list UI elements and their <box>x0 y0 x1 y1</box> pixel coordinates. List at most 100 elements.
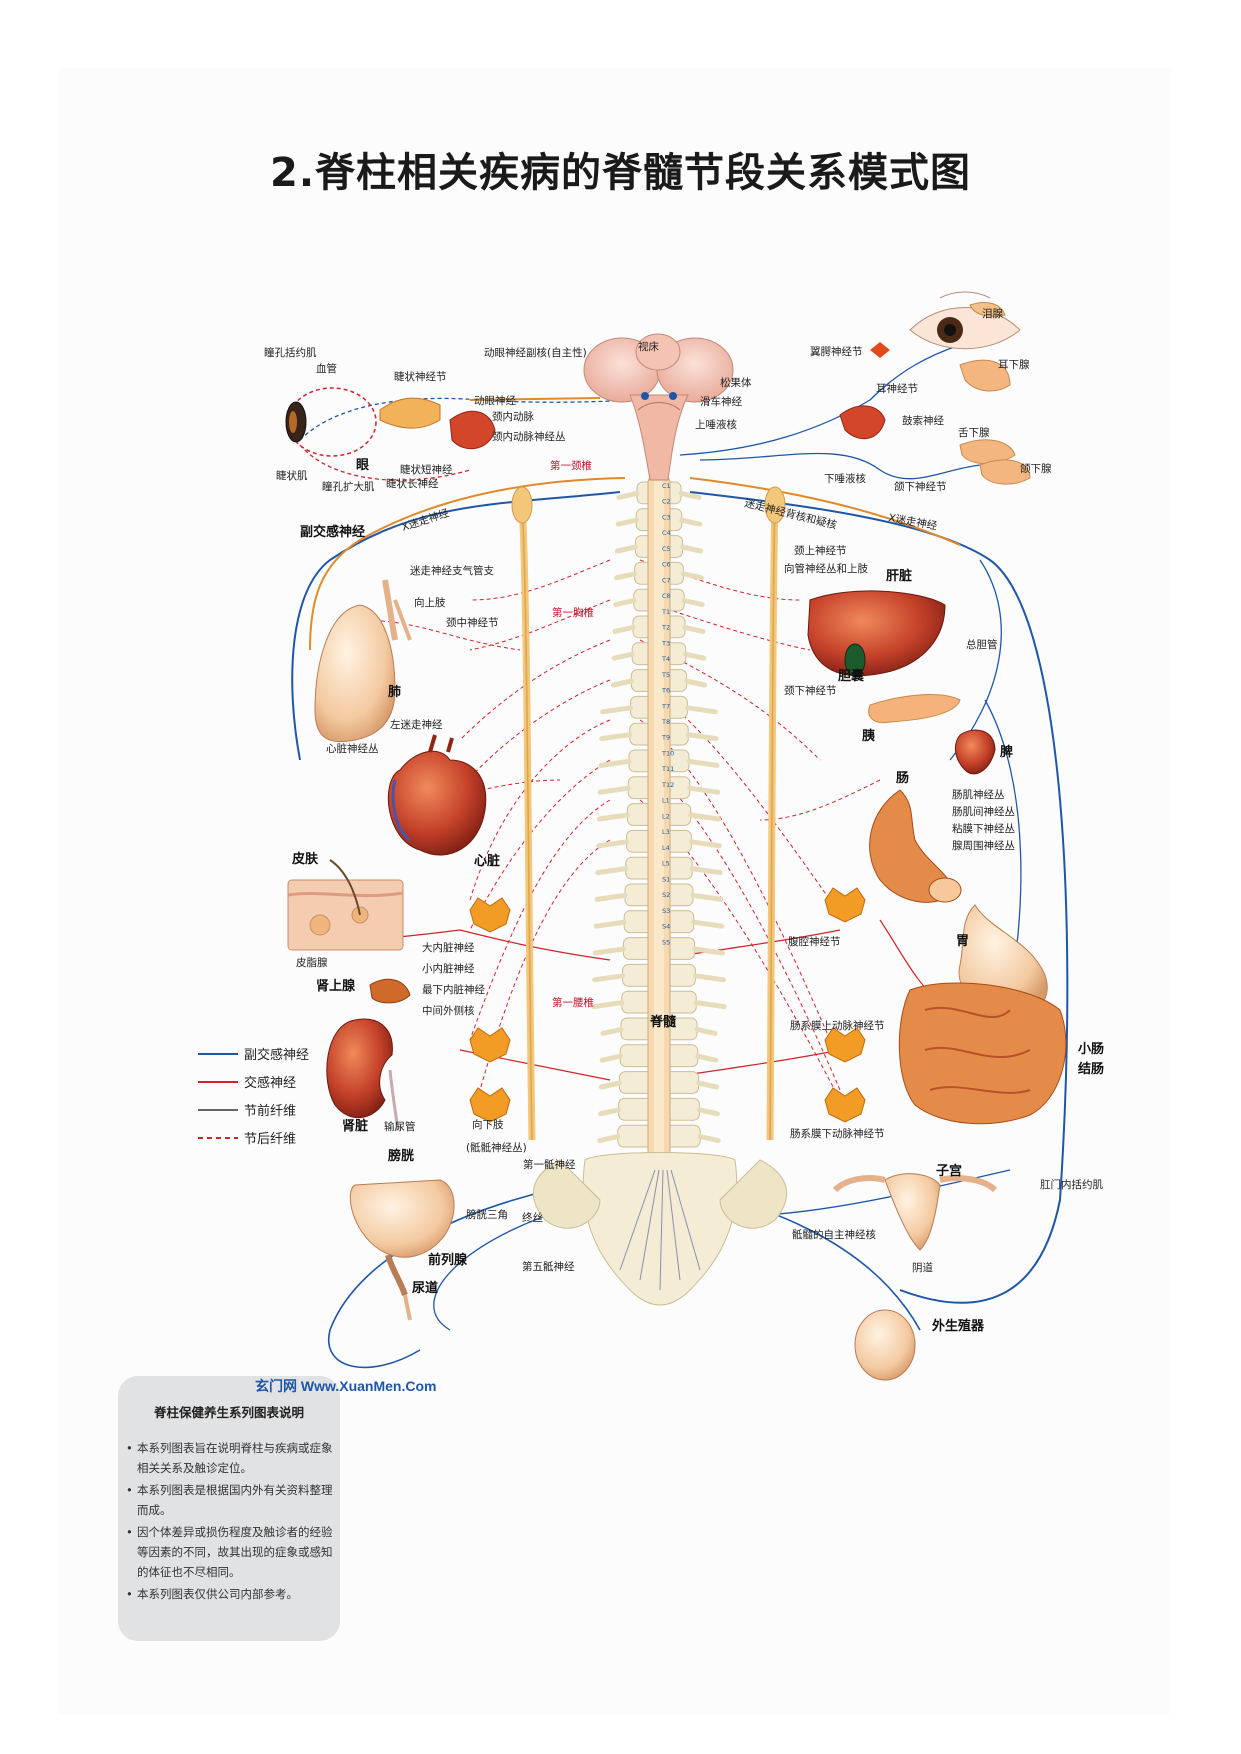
vertebra-process <box>600 1026 718 1036</box>
bladder-illustration <box>349 1179 455 1321</box>
segment-label: T8 <box>661 718 670 726</box>
label-liver: 肝脏 <box>886 568 912 584</box>
label-sacral-plexus: (骶骶神经丛) <box>466 1141 527 1154</box>
label-first-lumbar: 第一腰椎 <box>552 996 594 1009</box>
segment-label: T2 <box>661 624 670 632</box>
sympathetic-chain-right <box>764 486 786 1141</box>
notes-item: •本系列图表仅供公司内部参考。 <box>126 1584 336 1604</box>
label-oculomotor-acc-nucleus: 动眼神经副核(自主性) <box>484 346 587 359</box>
vertebra-process <box>612 624 706 634</box>
label-left-vagus: 左迷走神经 <box>390 718 443 731</box>
label-urethra: 尿道 <box>412 1280 438 1296</box>
label-chorda-tympani: 鼓索神经 <box>902 414 944 427</box>
label-iris-sphincter: 瞳孔括约肌 <box>264 346 317 359</box>
label-anal-sphincter: 肛门内括约肌 <box>1040 1178 1103 1191</box>
segment-labels: C1C2C3C4C5C6C7C8T1T2T3T4T5T6T7T8T9T10T11… <box>661 482 674 946</box>
notes-item-text: 本系列图表旨在说明脊柱与疾病或症象相关关系及触诊定位。 <box>137 1441 333 1475</box>
label-fifth-sacral: 第五骶神经 <box>522 1260 575 1273</box>
vertebra-process <box>615 517 703 527</box>
label-kidney: 肾脏 <box>342 1118 368 1134</box>
label-internal-carotid-plexus: 颈内动脉神经丛 <box>492 430 566 443</box>
label-inferior-salivatory: 下唾液核 <box>824 472 866 485</box>
small-intestine-illustration <box>898 982 1067 1125</box>
ganglia <box>469 887 866 1123</box>
label-uterus: 子宫 <box>936 1163 962 1179</box>
label-parotid: 耳下腺 <box>998 358 1030 371</box>
label-blood-vessel: 血管 <box>316 362 337 375</box>
label-inf-mesenteric: 肠系膜下动脉神经节 <box>790 1127 885 1140</box>
label-internal-carotid: 颈内动脉 <box>492 410 534 423</box>
segment-label: T12 <box>661 781 674 789</box>
liver-illustration <box>807 590 946 677</box>
label-colon: 结肠 <box>1078 1061 1104 1077</box>
label-common-bile-duct: 总胆管 <box>966 638 998 651</box>
legend-label-parasympathetic: 副交感神经 <box>244 1047 309 1063</box>
label-submucosal: 粘膜下神经丛 <box>952 822 1015 835</box>
segment-label: C6 <box>662 561 671 569</box>
label-celiac-ganglion: 腹腔神经节 <box>788 935 841 948</box>
label-genitals: 外生殖器 <box>931 1318 985 1334</box>
label-short-ciliary: 睫状短神经 <box>400 463 453 476</box>
vertebra-process <box>613 598 705 608</box>
vertebra-process <box>591 1000 727 1010</box>
watermark-text: 玄门网 Www.XuanMen.Com <box>255 1378 437 1394</box>
notes-item: • 因个体差异或损伤程度及触诊者的经验等因素的不同，故其出现的症象或感知的体征也不… <box>126 1522 336 1582</box>
label-superior-salivatory: 上唾液核 <box>695 418 737 431</box>
bullet-icon: • <box>126 1441 133 1455</box>
segment-label: T3 <box>661 639 670 647</box>
vertebra-process <box>596 812 722 822</box>
label-to-lower-limb: 向下肢 <box>472 1118 504 1131</box>
segment-label: S1 <box>662 875 670 883</box>
segment-label: T5 <box>661 671 670 679</box>
vertebra-process <box>593 919 725 929</box>
segment-label: L5 <box>662 860 670 868</box>
label-inferior-cervical-ganglion: 颈下神经节 <box>784 684 837 697</box>
segment-label: T6 <box>661 687 670 695</box>
label-cardiac-upper-limb: 向管神经丛和上肢 <box>784 562 868 575</box>
bullet-icon: • <box>126 1525 133 1539</box>
bullet-icon: • <box>126 1587 133 1601</box>
vertebra-process <box>592 973 726 983</box>
label-submandibular: 颌下腺 <box>1020 462 1052 475</box>
legend-label-postganglionic: 节后纤维 <box>244 1132 296 1147</box>
segment-label: C2 <box>662 498 671 506</box>
label-trochlear: 滑车神经 <box>700 395 742 408</box>
notes-item-text: 因个体差异或损伤程度及触诊者的经验等因素的不同，故其出现的症象或感知的体征也不尽… <box>137 1525 333 1579</box>
label-pterygopalatine: 翼腭神经节 <box>810 345 863 358</box>
notes-panel: 脊柱保健养生系列图表说明 •本系列图表旨在说明脊柱与疾病或症象相关关系及触诊定位… <box>118 1376 340 1641</box>
eye-left-illustration <box>285 387 496 457</box>
vertebra-process <box>610 678 708 688</box>
label-spleen: 脾 <box>1000 744 1013 760</box>
label-sublingual: 舌下腺 <box>958 426 990 439</box>
intestine-illustration <box>869 789 962 903</box>
label-lesser-splanchnic: 小内脏神经 <box>422 962 475 975</box>
label-ureter: 输尿管 <box>384 1120 416 1133</box>
label-myenteric: 肠肌神经丛 <box>952 788 1005 801</box>
label-thalamus: 视床 <box>638 340 659 353</box>
vertebral-column <box>532 474 788 1306</box>
segment-label: C7 <box>662 576 671 584</box>
notes-item: •本系列图表是根据国内外有关资料整理而成。 <box>126 1480 336 1520</box>
vertebra-process <box>598 758 720 768</box>
label-bladder-trigone: 膀胱三角 <box>466 1208 508 1221</box>
segment-label: S5 <box>662 938 670 946</box>
skin-illustration <box>287 859 404 951</box>
vertebra-process <box>611 651 707 661</box>
kidney-illustration <box>326 978 411 1131</box>
segment-label: T10 <box>661 749 674 757</box>
vertebra-process <box>600 705 718 715</box>
notes-item: • 本系列图表旨在说明脊柱与疾病或症象相关关系及触诊定位。 <box>126 1438 336 1478</box>
label-otic-ganglion: 耳神经节 <box>876 382 918 395</box>
diagram-labels: 瞳孔括约肌 血管 睫状神经节 动眼神经副核(自主性) 视床 松果体 动眼神经 颈… <box>264 307 1104 1334</box>
label-submandibular-ganglion: 颌下神经节 <box>894 480 947 493</box>
vertebra-process <box>599 732 719 742</box>
label-filum: 终丝 <box>522 1211 543 1224</box>
label-small-intestine: 小肠 <box>1078 1042 1104 1057</box>
label-spinal-cord: 脊髓 <box>649 1014 677 1030</box>
spleen-illustration <box>954 729 996 775</box>
vertebra-process <box>595 866 723 876</box>
segment-label: T4 <box>661 655 670 663</box>
label-long-ciliary: 睫状长神经 <box>386 477 439 490</box>
label-sebaceous: 皮脂腺 <box>296 956 328 969</box>
label-first-cervical: 第一颈椎 <box>550 459 592 472</box>
